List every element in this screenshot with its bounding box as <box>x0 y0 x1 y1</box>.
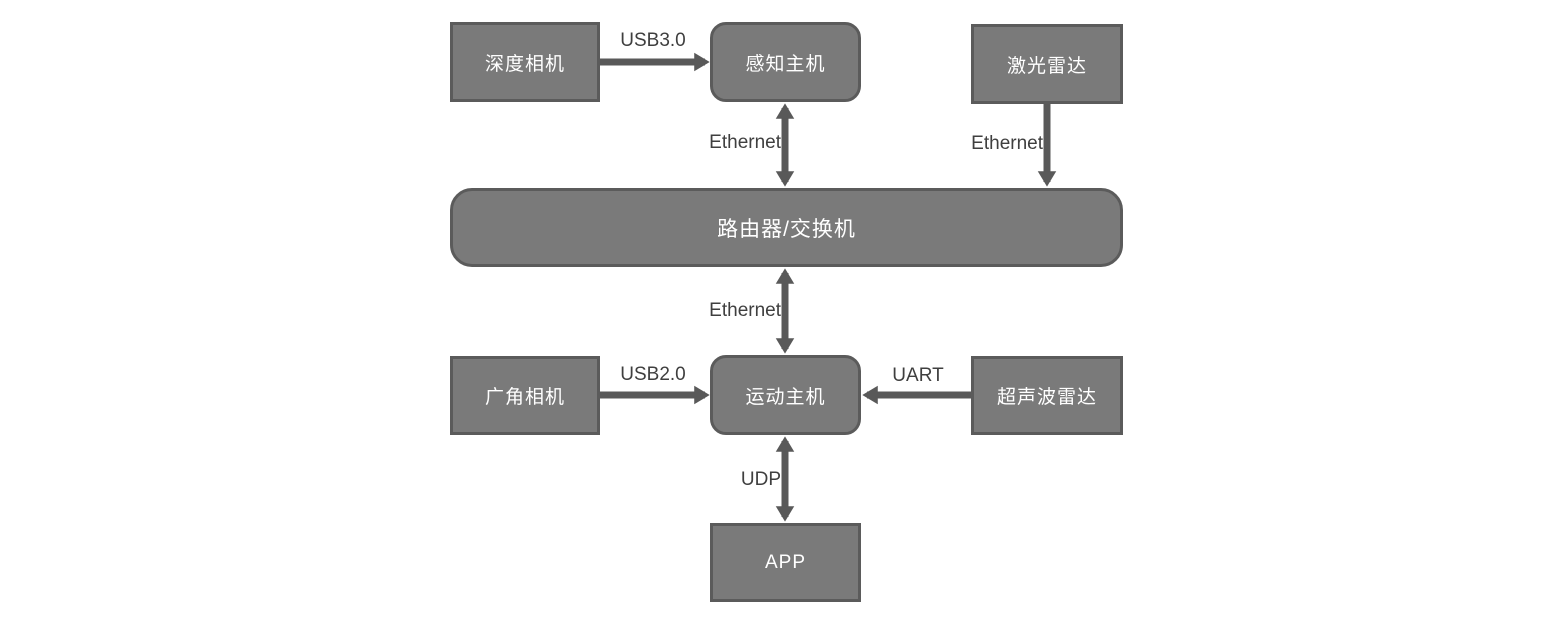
edge-label-usb2: USB2.0 <box>620 364 686 385</box>
node-perception-host: 感知主机 <box>710 22 861 102</box>
node-app: APP <box>710 523 861 602</box>
node-motion-host: 运动主机 <box>710 355 861 435</box>
node-router-switch: 路由器/交换机 <box>450 188 1123 267</box>
edge-label-ethernet-perception: Ethernet <box>709 132 781 153</box>
edge-label-udp: UDP <box>740 469 781 490</box>
node-wide-angle-camera: 广角相机 <box>450 356 600 435</box>
node-depth-camera: 深度相机 <box>450 22 600 102</box>
edge-label-uart: UART <box>892 365 944 386</box>
node-ultrasonic-radar: 超声波雷达 <box>971 356 1123 435</box>
edge-label-ethernet-motion: Ethernet <box>709 300 781 321</box>
edge-label-ethernet-lidar: Ethernet <box>971 133 1043 154</box>
edge-label-usb3: USB3.0 <box>620 30 686 51</box>
node-lidar: 激光雷达 <box>971 24 1123 104</box>
